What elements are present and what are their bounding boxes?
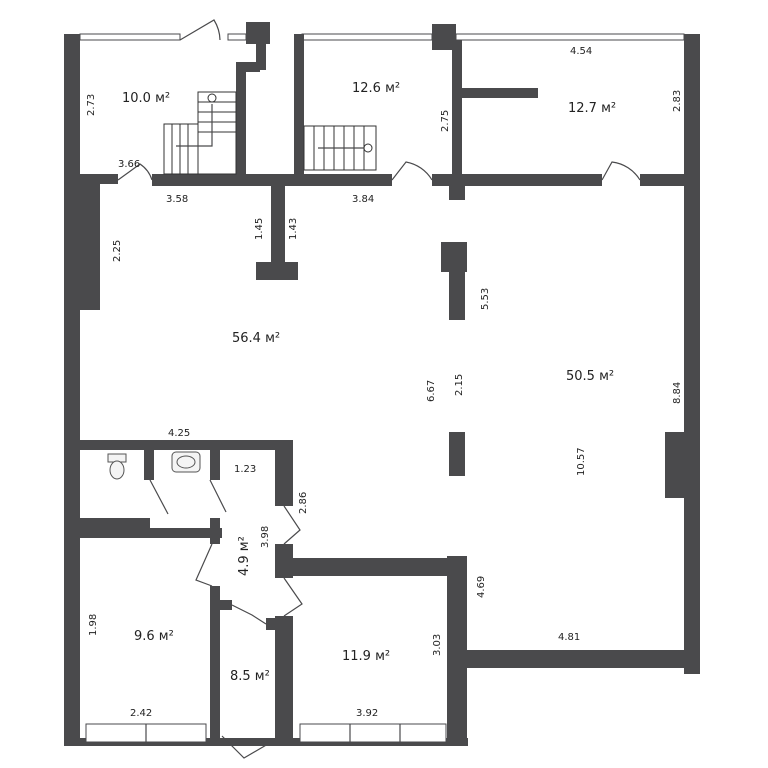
dimension-label: 2.86	[298, 492, 309, 514]
dimension-label: 2.83	[672, 90, 683, 112]
room-area-label: 56.4 м²	[232, 331, 280, 346]
dimension-label: 3.92	[356, 708, 378, 719]
dimension-label: 6.67	[426, 380, 437, 402]
dimension-label: 4.25	[168, 428, 190, 439]
room-area-label: 10.0 м²	[122, 91, 170, 106]
dimension-label: 3.66	[118, 159, 140, 170]
dimension-label: 1.98	[88, 614, 99, 636]
room-area-label: 9.6 м²	[134, 629, 174, 644]
sink-icon	[171, 451, 201, 473]
dimension-label: 2.42	[130, 708, 152, 719]
dimension-label: 10.57	[576, 447, 587, 476]
dimension-label: 2.25	[112, 240, 123, 262]
dimension-label: 1.43	[288, 218, 299, 240]
doors-bottom	[149, 479, 303, 759]
room-area-label: 12.7 м²	[568, 101, 616, 116]
dimension-label: 5.53	[480, 288, 491, 310]
staircase-left	[163, 91, 237, 175]
dimension-label: 3.03	[432, 634, 443, 656]
dimension-labels: 4.54 2.73 3.66 2.75 2.83 3.58 3.84 1.45 …	[86, 46, 683, 719]
exterior-walls	[64, 22, 700, 746]
dimension-label: 2.75	[440, 110, 451, 132]
dimension-label: 4.81	[558, 632, 580, 643]
bottom-left-walls	[80, 440, 467, 746]
top-row-walls	[80, 34, 684, 200]
toilet-icon	[107, 453, 127, 480]
room-area-label: 12.6 м²	[352, 81, 400, 96]
room-area-label: 4.9 м²	[237, 536, 252, 576]
room-area-label: 50.5 м²	[566, 369, 614, 384]
staircase-middle	[303, 125, 377, 171]
top-windows	[79, 33, 685, 41]
dimension-label: 2.73	[86, 94, 97, 116]
hall-partitions	[256, 186, 467, 476]
bottom-windows	[85, 723, 447, 743]
dimension-label: 8.84	[672, 382, 683, 404]
dimension-label: 1.45	[254, 218, 265, 240]
dimension-label: 1.23	[234, 464, 256, 475]
dimension-label: 4.69	[476, 576, 487, 598]
dimension-label: 3.58	[166, 194, 188, 205]
dimension-label: 3.98	[260, 526, 271, 548]
dimension-label: 3.84	[352, 194, 374, 205]
dimension-label: 4.54	[570, 46, 592, 57]
room-area-label: 8.5 м²	[230, 669, 270, 684]
room-area-label: 11.9 м²	[342, 649, 390, 664]
dimension-label: 2.15	[454, 374, 465, 396]
doors-top	[117, 19, 641, 181]
